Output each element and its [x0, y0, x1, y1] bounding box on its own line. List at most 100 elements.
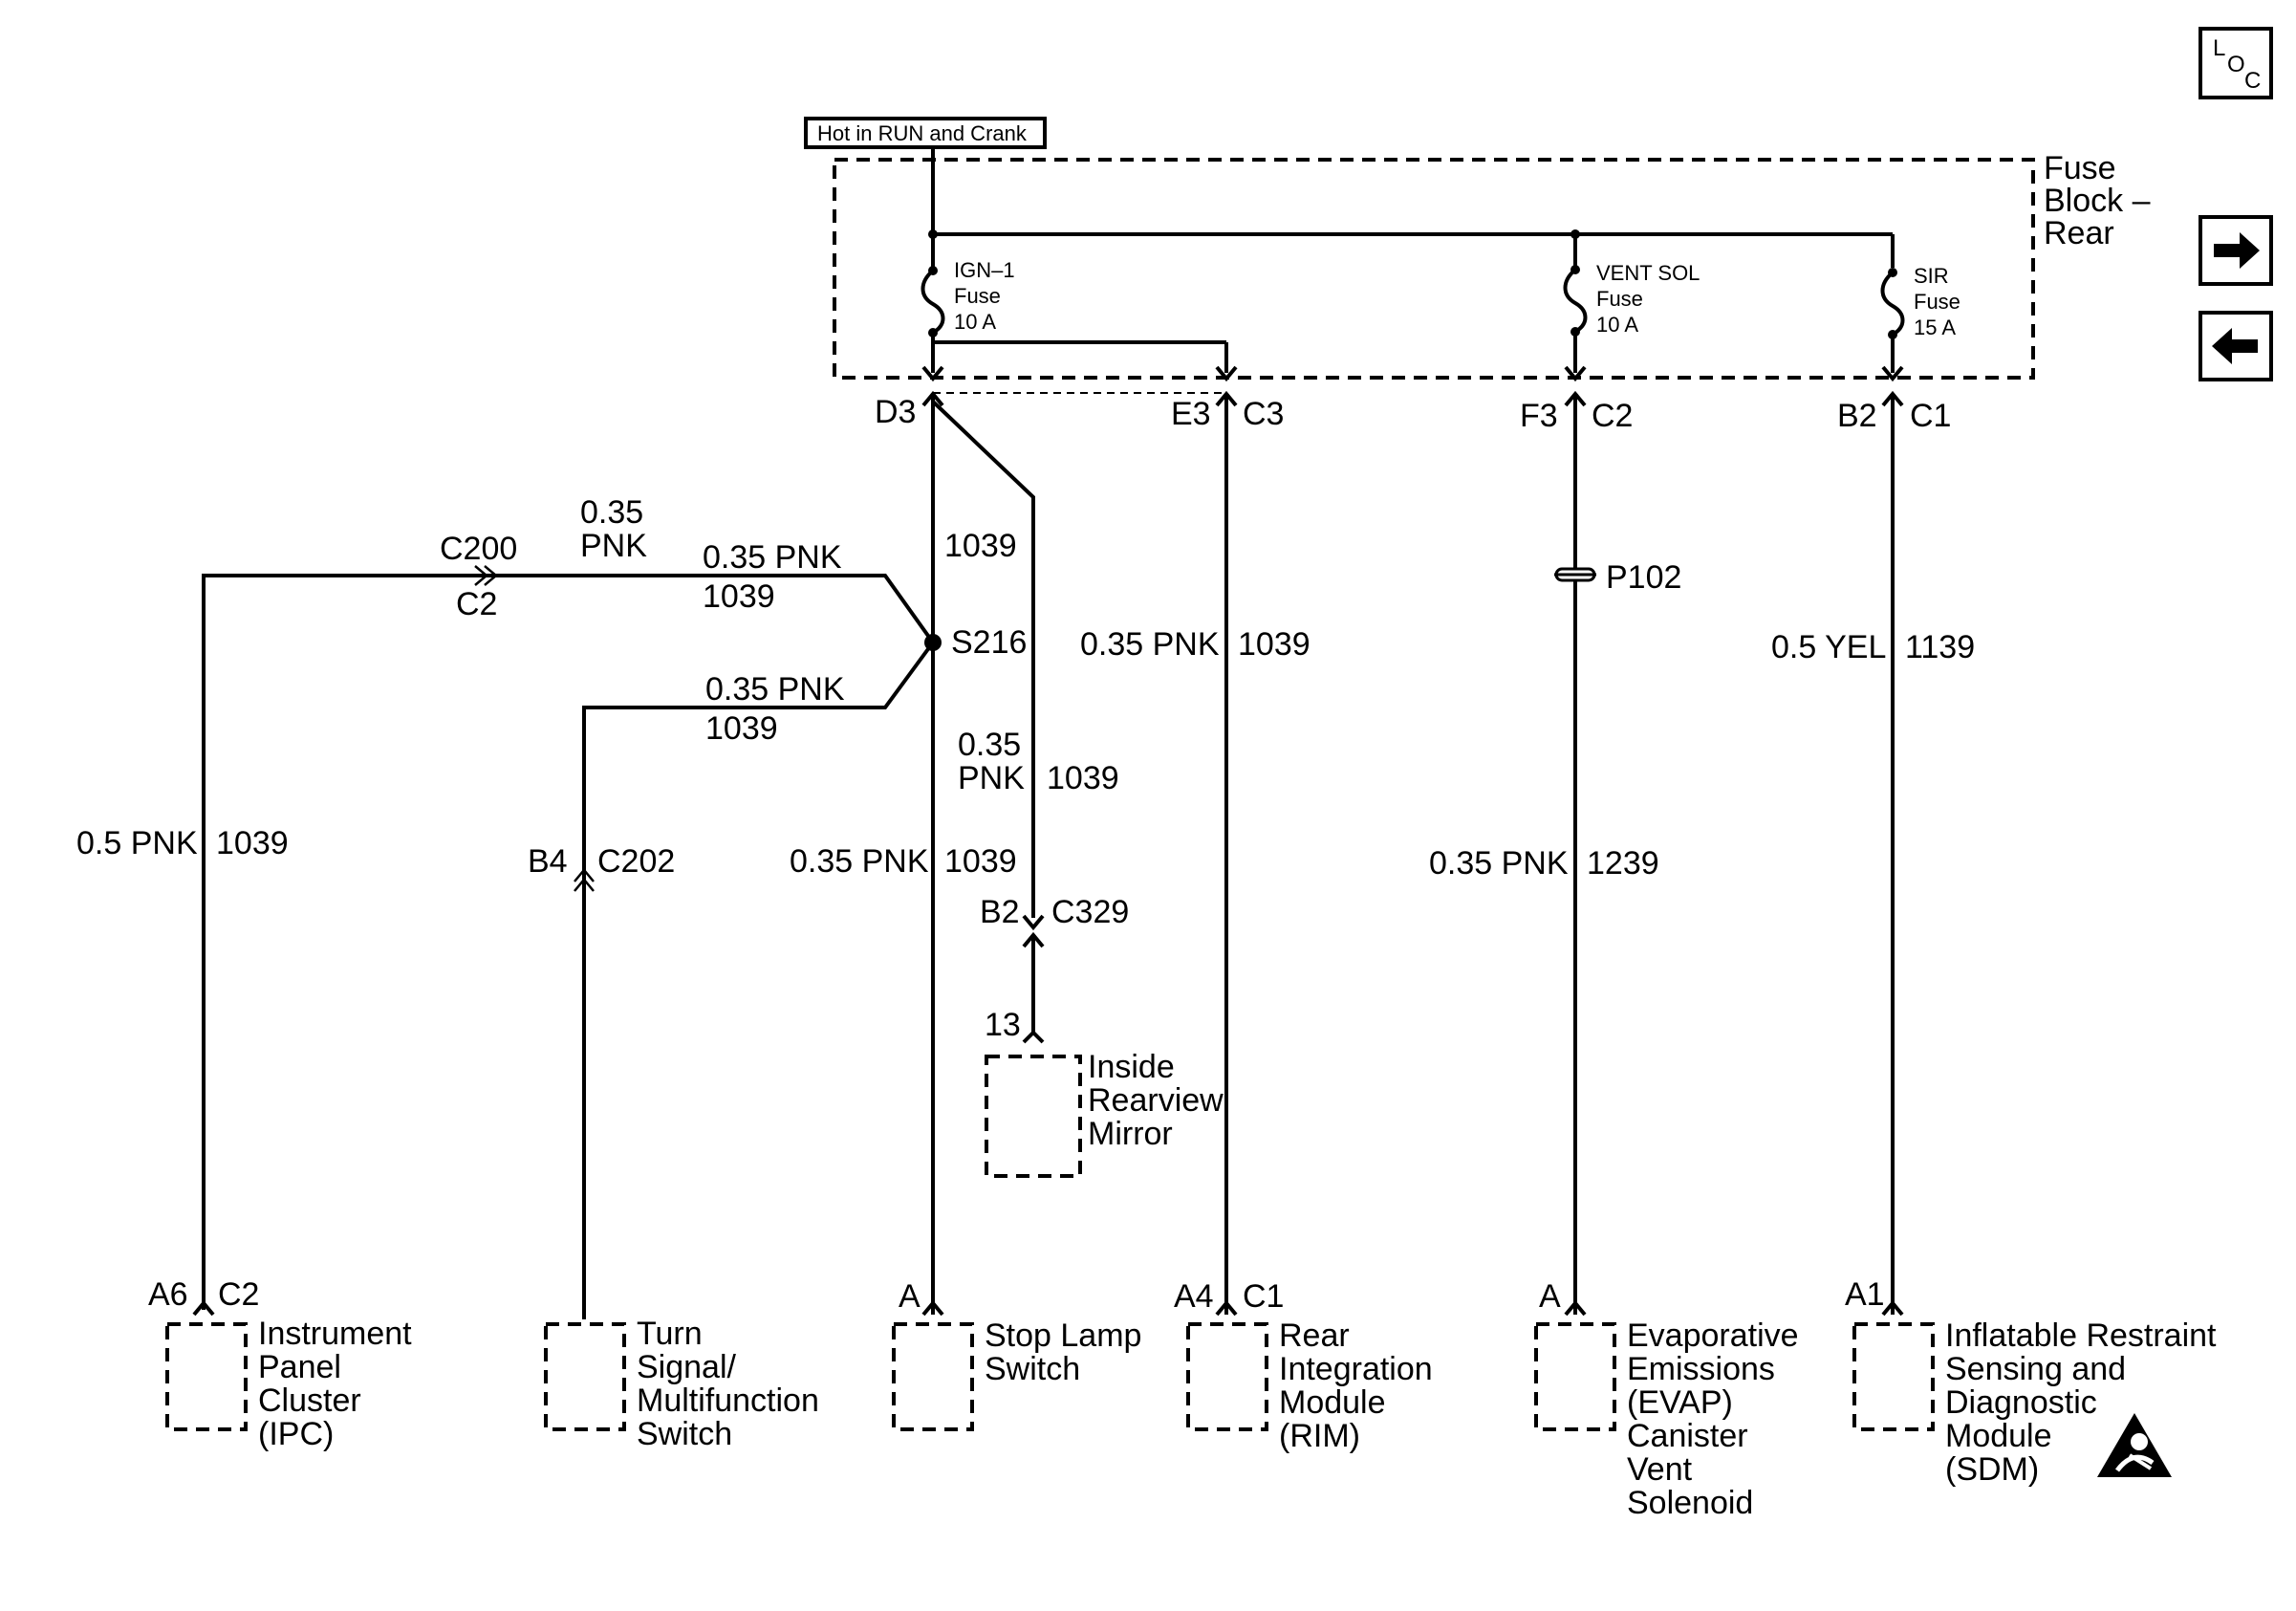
- wire-mirror-size: 0.35: [958, 727, 1021, 763]
- sir-fuse-word: Fuse: [1914, 290, 1960, 314]
- terminal-c3: C3: [1243, 396, 1284, 432]
- wire-mirror-circuit: 1039: [1047, 760, 1119, 796]
- sir-warning-icon: [2097, 1413, 2172, 1477]
- rim-label: Rear Integration Module (RIM): [1279, 1317, 1433, 1454]
- wire-evap-spec: 0.35 PNK: [1429, 845, 1569, 882]
- terminal-a1: A1: [1845, 1276, 1885, 1313]
- evap-label-5: Vent: [1627, 1451, 1693, 1488]
- turn-label-4: Switch: [637, 1416, 732, 1452]
- terminal-c1-top: C1: [1910, 398, 1951, 434]
- sdm-label-5: (SDM): [1945, 1451, 2039, 1488]
- evap-box: [1534, 1322, 1616, 1431]
- terminal-b4: B4: [528, 843, 568, 880]
- wire-stop-spec: 0.35 PNK: [790, 843, 929, 880]
- wire-ipc-spec: 0.5 PNK: [76, 825, 198, 861]
- rim-label-1: Rear: [1279, 1317, 1350, 1354]
- evap-label-3: (EVAP): [1627, 1384, 1733, 1421]
- wire-mirror-color: PNK: [958, 760, 1025, 796]
- wire-d3-size: 0.35: [580, 494, 643, 531]
- arrow-left-icon: [2212, 328, 2258, 364]
- splice-s216-label: S216: [951, 624, 1027, 661]
- terminal-b2-top: B2: [1837, 398, 1877, 434]
- wire-d3-circuit: 1039: [944, 528, 1017, 564]
- wire-rim-circuit: 1039: [1238, 626, 1310, 663]
- turn-label-3: Multifunction: [637, 1382, 819, 1419]
- wire-evap: [1554, 394, 1596, 1315]
- wire-c200-spec: 0.35 PNK: [703, 539, 842, 576]
- connector-c202: C202: [597, 843, 675, 880]
- vent-sol-fuse-name: VENT SOL: [1596, 261, 1700, 285]
- wire-rim-spec: 0.35 PNK: [1080, 626, 1220, 663]
- stop-lamp-label: Stop Lamp Switch: [985, 1317, 1141, 1387]
- wire-ipc: [202, 565, 935, 1310]
- ign1-fuse-word: Fuse: [954, 284, 1001, 308]
- ign1-fuse-name: IGN–1: [954, 258, 1015, 282]
- mirror-label: Inside Rearview Mirror: [1088, 1049, 1224, 1152]
- turn-label-2: Signal/: [637, 1349, 737, 1385]
- fuse-block-outline: [833, 158, 2035, 380]
- sir-fuse: SIR Fuse 15 A: [1880, 264, 1960, 373]
- terminal-f3: F3: [1520, 398, 1558, 434]
- ipc-box: [165, 1322, 248, 1431]
- loc-letter-o: O: [2227, 52, 2245, 77]
- forward-button[interactable]: [2199, 215, 2273, 286]
- wire-c200-circuit: 1039: [703, 578, 775, 615]
- evap-label-2: Emissions: [1627, 1351, 1775, 1387]
- sdm-label-4: Module: [1945, 1418, 2052, 1454]
- wire-sdm-circuit: 1139: [1905, 629, 1975, 665]
- vent-sol-fuse: VENT SOL Fuse 10 A: [1563, 261, 1700, 373]
- turn-signal-box: [544, 1322, 626, 1431]
- inline-p102-label: P102: [1606, 559, 1681, 596]
- terminal-d3: D3: [875, 394, 916, 430]
- sdm-label: Inflatable Restraint Sensing and Diagnos…: [1945, 1317, 2217, 1488]
- connector-c1-rim: C1: [1243, 1278, 1284, 1315]
- terminal-pin13: 13: [985, 1007, 1021, 1043]
- connector-c2-ipc: C2: [218, 1276, 259, 1313]
- loc-letter-l: L: [2213, 35, 2225, 61]
- evap-label-1: Evaporative: [1627, 1317, 1799, 1354]
- wire-evap-circuit: 1239: [1587, 845, 1659, 882]
- ipc-label: Instrument Panel Cluster (IPC): [258, 1316, 412, 1452]
- sdm-label-2: Sensing and: [1945, 1351, 2126, 1387]
- rim-label-2: Integration: [1279, 1351, 1433, 1387]
- terminal-e3: E3: [1171, 396, 1211, 432]
- vent-sol-fuse-word: Fuse: [1596, 287, 1643, 311]
- connector-c329: C329: [1051, 894, 1129, 930]
- vent-sol-fuse-rating: 10 A: [1596, 313, 1638, 337]
- rim-box: [1186, 1322, 1268, 1431]
- wire-stop-circuit: 1039: [944, 843, 1017, 880]
- ipc-label-1: Instrument: [258, 1316, 412, 1352]
- mirror-label-1: Inside: [1088, 1049, 1175, 1085]
- back-button[interactable]: [2199, 311, 2273, 381]
- loc-letter-c: C: [2244, 68, 2261, 94]
- connector-c200: C200: [440, 531, 517, 567]
- sdm-box: [1852, 1322, 1935, 1431]
- fuse-block-connectors: [921, 365, 1904, 407]
- wire-turn-circuit: 1039: [705, 710, 778, 747]
- fuse-block-name-3: Rear: [2044, 215, 2114, 251]
- ipc-label-2: Panel: [258, 1349, 341, 1385]
- terminal-b2-mirror: B2: [980, 894, 1020, 930]
- sdm-label-3: Diagnostic: [1945, 1384, 2097, 1421]
- fuse-block-name-1: Fuse: [2044, 150, 2116, 186]
- terminal-a-evap: A: [1539, 1278, 1561, 1315]
- wire-turn-spec: 0.35 PNK: [705, 671, 845, 708]
- evap-label: Evaporative Emissions (EVAP) Canister Ve…: [1627, 1317, 1799, 1521]
- evap-label-6: Solenoid: [1627, 1485, 1753, 1521]
- sir-fuse-rating: 15 A: [1914, 316, 1956, 339]
- wire-ipc-circuit: 1039: [216, 825, 289, 861]
- connector-c2: C2: [456, 586, 497, 622]
- mirror-label-3: Mirror: [1088, 1116, 1173, 1152]
- turn-signal-label: Turn Signal/ Multifunction Switch: [637, 1316, 819, 1452]
- mirror-box: [985, 1055, 1082, 1178]
- terminal-a-stop: A: [899, 1278, 921, 1315]
- rim-label-3: Module: [1279, 1384, 1386, 1421]
- stop-lamp-box: [892, 1322, 974, 1431]
- loc-button[interactable]: L O C: [2199, 27, 2273, 99]
- wire-mirror: [931, 400, 1045, 1044]
- evap-label-4: Canister: [1627, 1418, 1748, 1454]
- sdm-label-1: Inflatable Restraint: [1945, 1317, 2217, 1354]
- wire-sdm-spec: 0.5 YEL: [1771, 629, 1886, 665]
- terminal-a6: A6: [148, 1276, 188, 1313]
